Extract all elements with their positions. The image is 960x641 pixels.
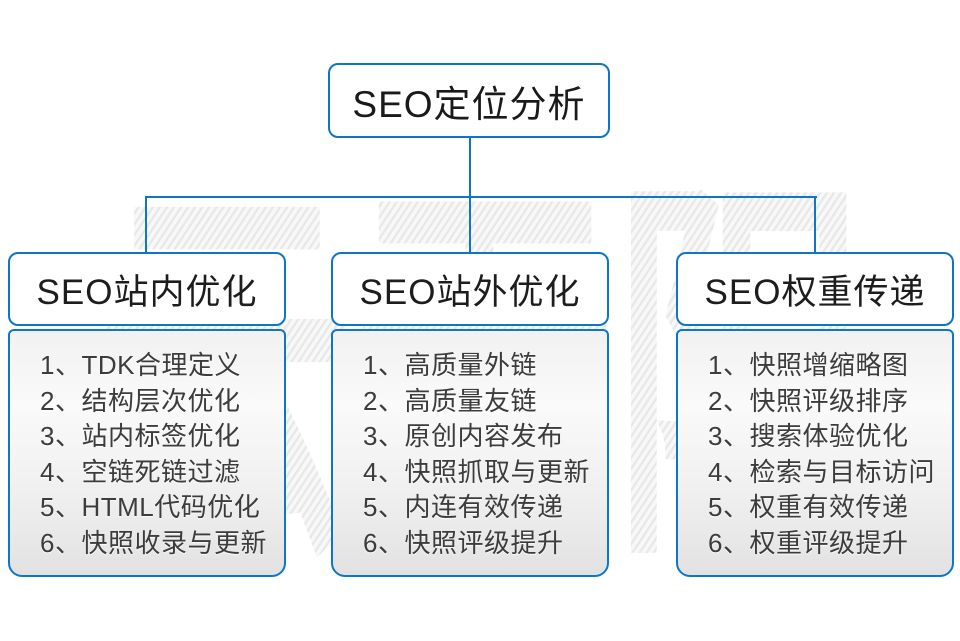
root-node-title: SEO定位分析 (352, 83, 586, 125)
branch-panel-onsite: 1、TDK合理定义 2、结构层次优化 3、站内标签优化 4、空链死链过滤 5、H… (8, 329, 286, 577)
list-item: 2、快照评级排序 (708, 385, 909, 416)
list-item: 5、HTML代码优化 (40, 492, 261, 523)
list-item: 3、原创内容发布 (363, 421, 564, 452)
list-item: 3、搜索体验优化 (708, 421, 909, 452)
list-item: 1、高质量外链 (363, 350, 537, 380)
branch-panel-weight: 1、快照增缩略图 2、快照评级排序 3、搜索体验优化 4、检索与目标访问 5、权… (676, 329, 954, 577)
item-list-weight: 1、快照增缩略图 2、快照评级排序 3、搜索体验优化 4、检索与目标访问 5、权… (678, 331, 952, 562)
list-item: 4、空链死链过滤 (40, 456, 241, 487)
branch-title-onsite: SEO站内优化 (36, 272, 258, 312)
list-item: 2、高质量友链 (363, 385, 537, 416)
list-item: 4、检索与目标访问 (708, 456, 935, 487)
connector-drop-right (814, 196, 816, 253)
root-node-seo-analysis: SEO定位分析 (328, 63, 610, 138)
item-list-onsite: 1、TDK合理定义 2、结构层次优化 3、站内标签优化 4、空链死链过滤 5、H… (10, 331, 284, 562)
branch-title-offsite: SEO站外优化 (359, 272, 581, 312)
list-item: 6、快照收录与更新 (40, 527, 267, 558)
list-item: 5、内连有效传递 (363, 492, 564, 523)
list-item: 5、权重有效传递 (708, 492, 909, 523)
list-item: 1、快照增缩略图 (708, 350, 909, 380)
branch-header-offsite: SEO站外优化 (331, 252, 609, 326)
list-item: 1、TDK合理定义 (40, 350, 241, 380)
branch-header-weight: SEO权重传递 (676, 252, 954, 326)
list-item: 3、站内标签优化 (40, 421, 241, 452)
list-item: 4、快照抓取与更新 (363, 456, 590, 487)
connector-drop-middle (469, 196, 471, 253)
branch-title-weight: SEO权重传递 (704, 272, 926, 312)
list-item: 6、权重评级提升 (708, 527, 909, 558)
connector-drop-left (145, 196, 147, 253)
branch-header-onsite: SEO站内优化 (8, 252, 286, 326)
branch-panel-offsite: 1、高质量外链 2、高质量友链 3、原创内容发布 4、快照抓取与更新 5、内连有… (331, 329, 609, 577)
item-list-offsite: 1、高质量外链 2、高质量友链 3、原创内容发布 4、快照抓取与更新 5、内连有… (333, 331, 607, 562)
connector-horizontal-bar (145, 196, 817, 198)
list-item: 6、快照评级提升 (363, 527, 564, 558)
list-item: 2、结构层次优化 (40, 385, 241, 416)
connector-root-stem (469, 136, 471, 197)
